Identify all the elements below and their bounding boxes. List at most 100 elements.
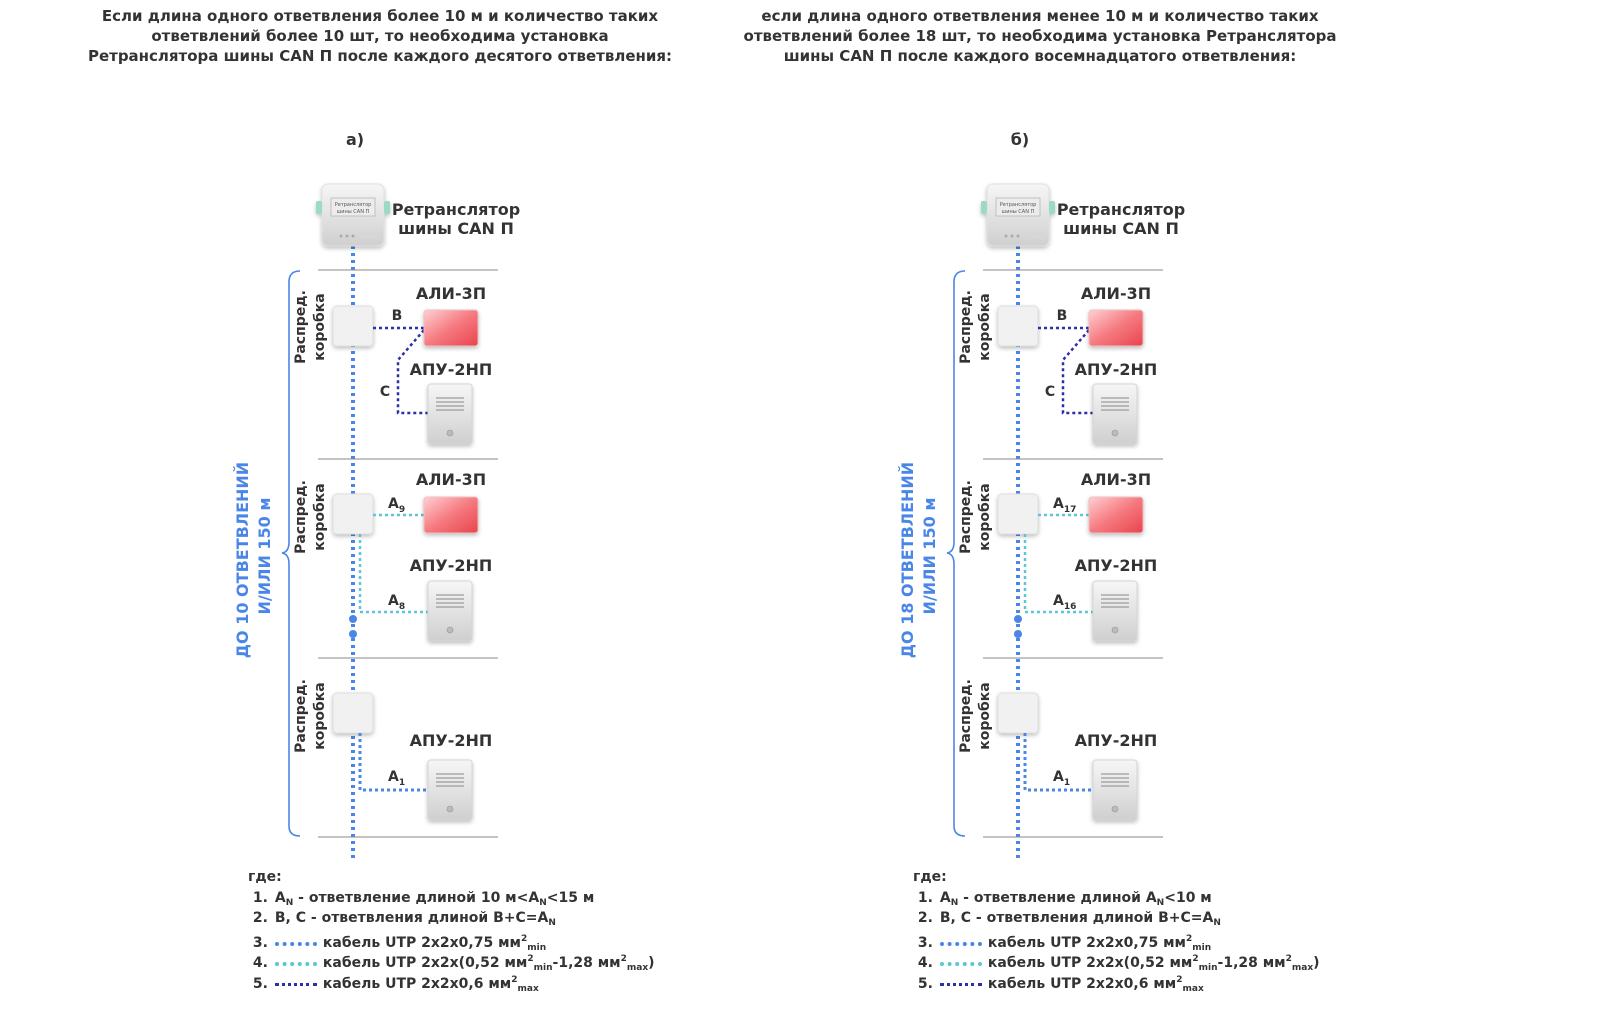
cable-label-a-lower: A8 [388,593,405,612]
cable-label-b: B [1057,308,1068,324]
apu-label: АПУ-2НП [1075,731,1158,750]
cable-a1 [358,733,428,792]
left-diagram-panel: а) Ретранслятор шины CAN П Ретранслятор … [0,0,800,1019]
junction-box [332,305,374,347]
cable-swatch-075 [939,938,982,946]
panel-letter: а) [346,130,364,149]
cable-label-a-lower: A16 [1053,593,1076,612]
cable-swatch-052 [274,958,317,966]
legend-title: где: [913,869,947,885]
brace-label-line: И/ИЛИ 150 м [255,498,274,615]
legend-item: 3.кабель UTP 2x2x0,75 мм2min [252,933,547,953]
cable-label-a-upper: A9 [388,496,405,515]
repeater-label-line: Ретранслятор [1057,200,1185,219]
bus-dot [349,630,357,638]
junction-box [332,493,374,535]
legend-item: 5.кабель UTP 2x2x0,6 мм2max [917,974,1204,994]
ali-3p-device [1088,309,1144,347]
repeater-screen-line: шины CAN П [337,209,370,215]
brace-label-line: ДО 18 ОТВЕТВЛЕНИЙ [898,462,917,658]
right-diagram-panel: б) Ретранслятор шины CAN П Ретранслятор … [665,0,1465,1019]
cable-c [1061,329,1093,415]
repeater-label-line: Ретранслятор [392,200,520,219]
box-label-line: коробка [312,293,328,360]
legend: где: 1.AN - ответвление длиной 10 м<AN<1… [248,867,655,994]
apu-label: АПУ-2НП [1075,556,1158,575]
box-label-line: Распред. [293,679,309,753]
ali-label: АЛИ-3П [1081,284,1151,303]
repeater-label-line: шины CAN П [398,219,514,238]
legend-item: 2.B, C - ответвления длиной B+C=AN [917,910,1221,928]
bus-dot [1014,630,1022,638]
cable-label-a1: A1 [388,769,405,788]
legend-item: 5.кабель UTP 2x2x0,6 мм2max [252,974,539,994]
legend-title: где: [248,869,282,885]
apu-2np-device [1092,383,1138,445]
repeater-device [316,183,390,247]
repeater-device [981,183,1055,247]
cable-label-a1: A1 [1053,769,1070,788]
ali-3p-device [1088,496,1144,534]
ali-label: АЛИ-3П [416,284,486,303]
cable-label-a-upper: A17 [1053,496,1076,515]
apu-2np-device [427,759,473,821]
right-heading-line: если длина одного ответвления менее 10 м… [761,7,1319,25]
cable-a1 [1023,733,1093,792]
legend-item: 1.AN - ответвление длиной 10 м<AN<15 м [252,889,595,908]
apu-2np-device [427,383,473,445]
cable-label-c: C [1045,384,1055,400]
junction-box [997,692,1039,734]
ali-label: АЛИ-3П [416,470,486,489]
cable-swatch-075 [274,938,317,946]
box-label-line: Распред. [958,679,974,753]
apu-2np-device [427,580,473,642]
cable-swatch-06 [274,979,317,986]
apu-2np-device [1092,580,1138,642]
panel-letter: б) [1011,130,1029,149]
bus-dot [1014,615,1022,623]
junction-box [997,493,1039,535]
ali-3p-device [423,309,479,347]
legend-item: 3.кабель UTP 2x2x0,75 мм2min [917,933,1212,953]
legend: где: 1.AN - ответвление длиной AN<10 м 2… [913,867,1320,994]
box-label-line: Распред. [293,480,309,554]
cable-label-b: B [392,308,403,324]
legend-item: 1.AN - ответвление длиной AN<10 м [917,889,1212,908]
box-label-line: коробка [312,483,328,550]
range-brace [946,270,966,837]
repeater-screen-line: Ретранслятор [335,202,372,208]
box-label-line: Распред. [293,290,309,364]
cable-lower [1023,534,1093,614]
left-heading: Если длина одного ответвления более 10 м… [60,6,700,66]
apu-label: АПУ-2НП [1075,360,1158,379]
brace-label-line: И/ИЛИ 150 м [920,498,939,615]
ali-label: АЛИ-3П [1081,470,1151,489]
apu-label: АПУ-2НП [410,556,493,575]
wiring-diagram: а) Ретранслятор шины CAN П Ретранслятор … [233,130,520,862]
cable-swatch-052 [939,958,982,966]
right-heading-line: шины CAN П после каждого восемнадцатого … [783,47,1297,65]
legend-item: 4.кабель UTP 2x2x(0,52 мм2min-1,28 мм2ma… [917,954,1320,973]
right-heading: если длина одного ответвления менее 10 м… [720,6,1360,66]
junction-box [997,305,1039,347]
repeater-screen-line: Ретранслятор [1000,202,1037,208]
cable-lower [358,534,428,614]
left-heading-line: ответвлений более 10 шт, то необходима у… [151,27,609,45]
box-label-line: коробка [312,682,328,749]
legend-item: 4.кабель UTP 2x2x(0,52 мм2min-1,28 мм2ma… [252,954,655,973]
wiring-diagram: б) Ретранслятор шины CAN П Ретранслятор … [898,130,1185,862]
ali-3p-device [423,496,479,534]
apu-label: АПУ-2НП [410,731,493,750]
repeater-label-line: шины CAN П [1063,219,1179,238]
range-brace [281,270,301,837]
apu-label: АПУ-2НП [410,360,493,379]
box-label-line: Распред. [958,480,974,554]
junction-box [332,692,374,734]
box-label-line: коробка [977,483,993,550]
apu-2np-device [1092,759,1138,821]
repeater-screen-line: шины CAN П [1002,209,1035,215]
box-label-line: Распред. [958,290,974,364]
box-label-line: коробка [977,293,993,360]
legend-item: 2.B, C - ответвления длиной B+C=AN [252,910,556,928]
cable-swatch-06 [939,979,982,986]
